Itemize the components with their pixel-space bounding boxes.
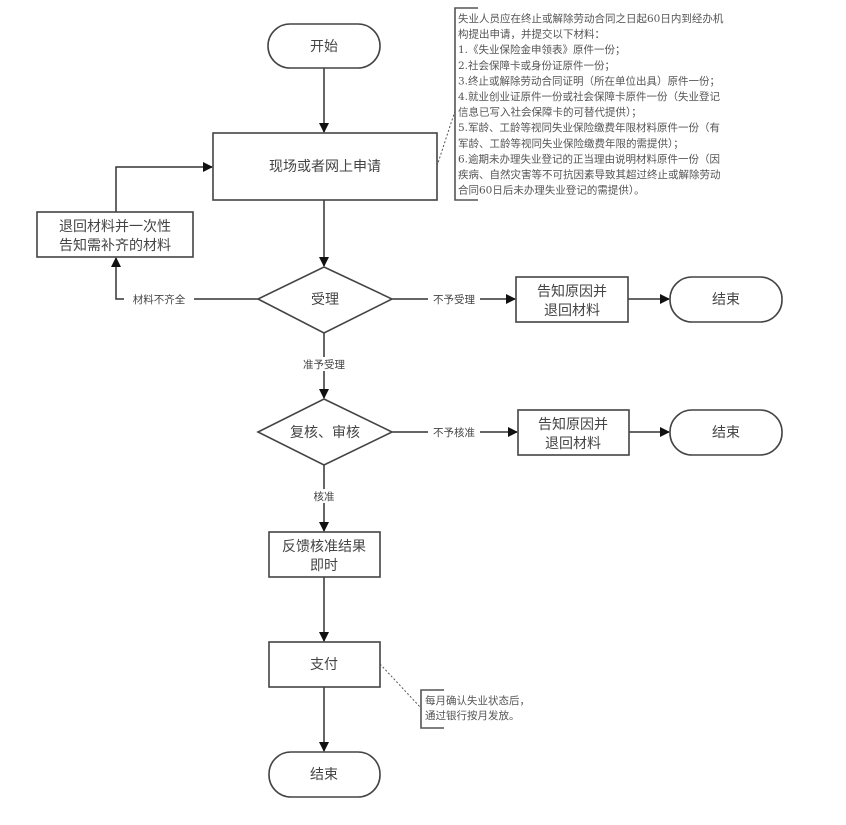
- node-feedback[interactable]: 反馈核准结果 即时: [268, 531, 381, 578]
- node-accept-decision[interactable]: 受理: [256, 266, 394, 334]
- edge-accept-to-return-materials: [111, 257, 258, 300]
- edge-label-bg: [308, 489, 340, 503]
- note-apply-line: 军龄、工龄等视同失业保险缴费年限的需提供）；: [458, 137, 684, 150]
- node-review-decision[interactable]: 复核、审核: [256, 398, 394, 466]
- node-apply[interactable]: 现场或者网上申请: [212, 132, 438, 201]
- node-reject2[interactable]: 告知原因并 退回材料: [517, 409, 630, 456]
- node-return-materials-line1: 退回材料并一次性: [59, 219, 171, 235]
- node-reject1-line2: 退回材料: [544, 303, 600, 319]
- note-apply-line: 疾病、自然灾害等不可抗因素导致其超过终止或解除劳动: [458, 168, 721, 181]
- edge-label-not-accepted: 不予受理: [433, 294, 475, 306]
- note-pay-line: 每月确认失业状态后，: [425, 694, 530, 707]
- node-return-materials[interactable]: 退回材料并一次性 告知需补齐的材料: [36, 211, 194, 258]
- node-reject2-line2: 退回材料: [545, 436, 601, 452]
- note-apply-line: 2.社会保障卡或身份证原件一份；: [458, 59, 615, 72]
- note-apply-line: 6.逾期未办理失业登记的正当理由说明材料原件一份（因: [458, 152, 720, 165]
- note-connector-pay: [379, 663, 422, 709]
- note-apply-line: 3.终止或解除劳动合同证明（所在单位出具）原件一份；: [458, 74, 720, 87]
- edge-label-not-approved: 不予核准: [433, 426, 475, 439]
- note-apply-line: 1.《失业保险金申领表》原件一份；: [458, 43, 626, 56]
- edge-label-bg: [124, 292, 194, 306]
- edge-label-bg: [298, 357, 350, 371]
- note-apply-line: 构提出申请，并提交以下材料：: [458, 28, 605, 41]
- node-review-label: 复核、审核: [290, 424, 360, 441]
- node-start[interactable]: 开始: [267, 23, 381, 69]
- edge-return-materials-to-apply: [115, 162, 213, 212]
- edge-label-bg: [428, 425, 480, 439]
- node-return-materials-line2: 告知需补齐的材料: [59, 237, 171, 254]
- edge-label-bg: [428, 292, 480, 306]
- node-pay-label: 支付: [310, 657, 338, 673]
- node-accept-label: 受理: [311, 292, 339, 308]
- note-apply-line: 5.军龄、工龄等视同失业保险缴费年限材料原件一份（有: [458, 121, 720, 134]
- note-bracket: [420, 689, 444, 729]
- node-end2-label: 结束: [712, 425, 740, 441]
- note-apply-line: 4.就业创业证原件一份或社会保障卡原件一份（失业登记: [458, 90, 721, 103]
- note-bracket: [454, 7, 478, 201]
- node-reject2-line1: 告知原因并: [538, 416, 608, 433]
- node-feedback-line1: 反馈核准结果: [282, 539, 366, 555]
- note-pay-schedule: 每月确认失业状态后， 通过银行按月发放。: [420, 689, 530, 729]
- node-end1[interactable]: 结束: [669, 276, 783, 323]
- node-end2[interactable]: 结束: [669, 409, 783, 456]
- note-apply-line: 合同60日后未办理失业登记的需提供）。: [458, 184, 645, 197]
- node-apply-label: 现场或者网上申请: [269, 159, 381, 175]
- note-apply-materials: 失业人员应在终止或解除劳动合同之日起60日内到经办机构提出申请，并提交以下材料：…: [454, 7, 724, 201]
- node-start-label: 开始: [310, 39, 338, 55]
- edge-label-approved: 核准: [314, 490, 335, 503]
- note-connector-apply: [436, 110, 456, 167]
- edge-label-incomplete-materials: 材料不齐全: [133, 293, 186, 306]
- edge-label-accepted: 准予受理: [303, 359, 345, 371]
- note-apply-line: 信息已写入社会保障卡的可替代提供）；: [458, 106, 642, 119]
- node-feedback-line2: 即时: [310, 558, 338, 574]
- node-reject1-line1: 告知原因并: [537, 283, 607, 300]
- node-end3[interactable]: 结束: [268, 751, 381, 798]
- node-end3-label: 结束: [310, 767, 338, 783]
- note-apply-line: 失业人员应在终止或解除劳动合同之日起60日内到经办机: [458, 12, 724, 25]
- note-pay-line: 通过银行按月发放。: [425, 709, 520, 722]
- node-pay[interactable]: 支付: [268, 641, 381, 688]
- node-end1-label: 结束: [712, 292, 740, 308]
- node-reject1[interactable]: 告知原因并 退回材料: [515, 276, 629, 323]
